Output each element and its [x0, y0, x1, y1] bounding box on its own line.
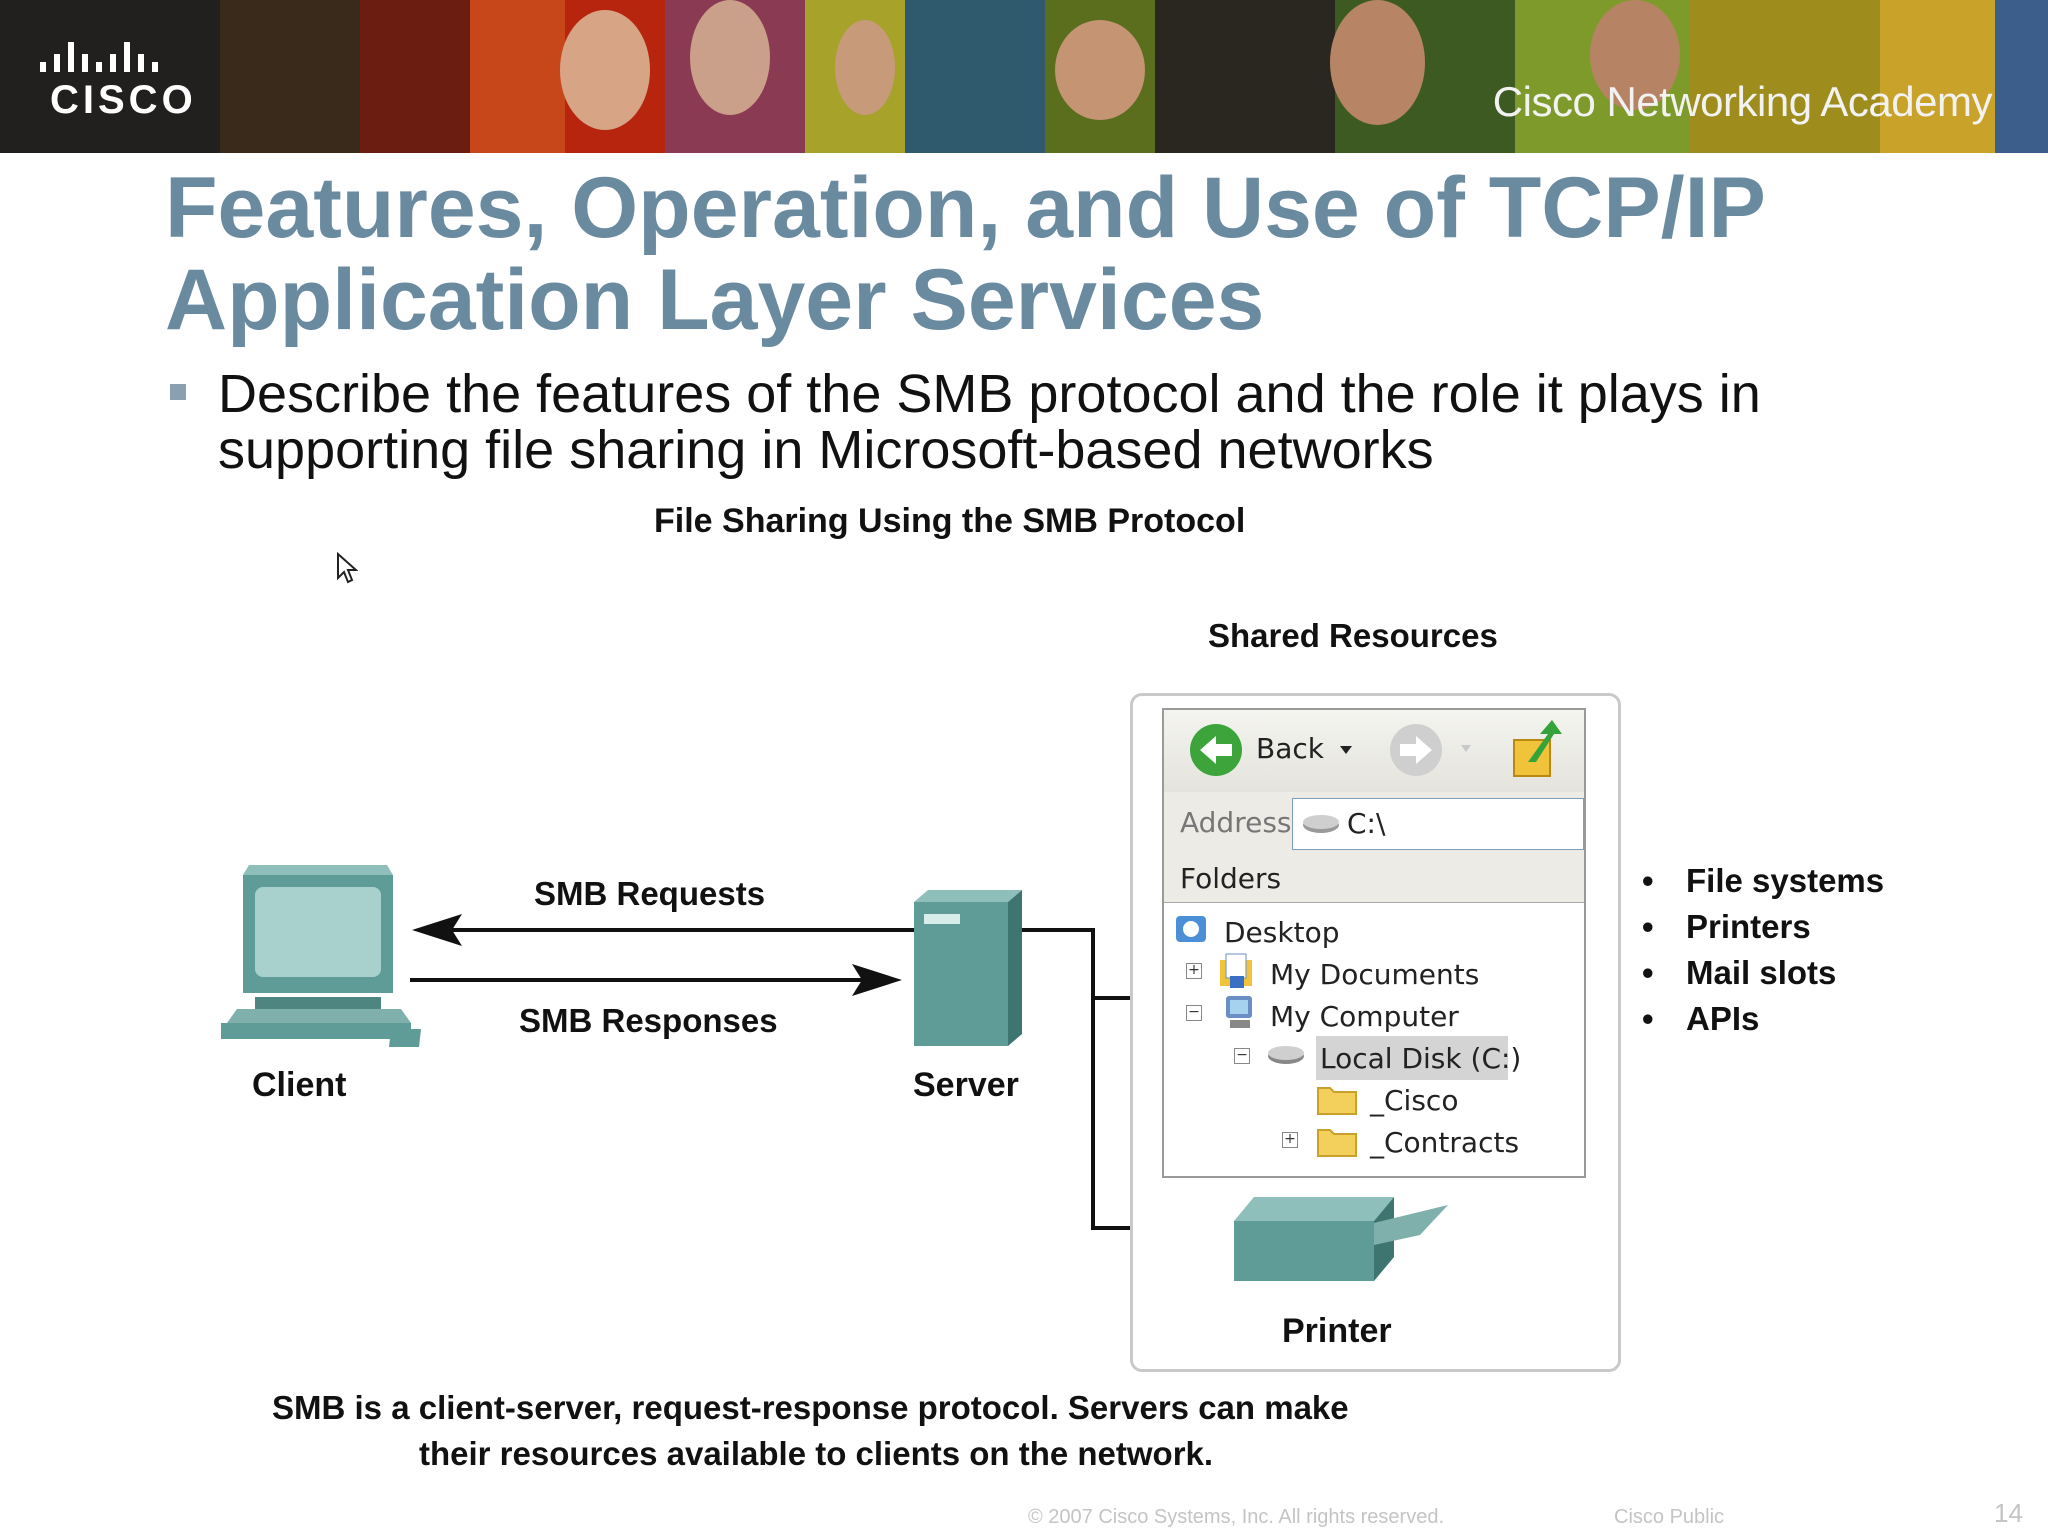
classification-text: Cisco Public — [1614, 1506, 1725, 1528]
resources-list-item: • APIs — [1634, 1000, 1884, 1046]
banner-face — [690, 0, 770, 115]
banner-photo-strip — [1155, 0, 1335, 153]
tree-item-contracts[interactable]: _Contracts — [1370, 1126, 1520, 1159]
folders-label: Folders — [1180, 862, 1282, 895]
resources-list-item: • Printers — [1634, 908, 1884, 954]
tree-item-my-computer[interactable]: My Computer — [1270, 1000, 1459, 1033]
drive-icon — [1268, 1046, 1304, 1064]
banner-face — [1330, 0, 1425, 125]
forward-arrow-icon[interactable] — [1388, 722, 1444, 778]
drive-icon — [1303, 815, 1339, 833]
banner-face — [1590, 0, 1680, 110]
bullet-marker — [170, 384, 186, 400]
folder-icon — [1317, 1087, 1357, 1115]
resource-printers: Printers — [1686, 908, 1811, 945]
tree-item-local-disk[interactable]: Local Disk (C:) — [1320, 1042, 1522, 1075]
chevron-down-icon[interactable] — [1338, 744, 1354, 756]
diagram-caption-line: their resources available to clients on … — [419, 1435, 1214, 1472]
list-bullet: • — [1642, 1000, 1654, 1037]
request-arrowhead — [412, 914, 462, 946]
my-documents-icon — [1220, 953, 1252, 988]
resource-apis: APIs — [1686, 1000, 1760, 1037]
slide-title: Features, Operation, and Use of TCP/IP A… — [165, 162, 2025, 346]
shared-resources-label: Shared Resources — [1208, 617, 1498, 654]
back-button[interactable]: Back — [1256, 732, 1324, 765]
collapse-icon[interactable]: − — [1234, 1048, 1250, 1064]
list-bullet: • — [1642, 908, 1654, 945]
my-computer-icon — [1226, 996, 1252, 1028]
banner-photo-strip — [905, 0, 1045, 153]
resource-file-systems: File systems — [1686, 862, 1884, 899]
folder-up-icon[interactable] — [1508, 718, 1564, 782]
explorer-toolbar: Back — [1164, 710, 1584, 793]
tree-item-desktop[interactable]: Desktop — [1224, 916, 1340, 949]
resources-list: • File systems • Printers • Mail slots •… — [1634, 862, 1884, 1046]
mouse-cursor-icon — [337, 552, 358, 584]
bullet-text: Describe the features of the SMB protoco… — [218, 364, 1761, 480]
server-label: Server — [913, 1066, 1019, 1104]
smb-responses-label: SMB Responses — [519, 1002, 778, 1039]
diagram-heading: File Sharing Using the SMB Protocol — [654, 502, 1246, 540]
slide-title-line: Features, Operation, and Use of TCP/IP — [165, 160, 1766, 256]
back-arrow-icon[interactable] — [1188, 722, 1244, 778]
copyright-text: © 2007 Cisco Systems, Inc. All rights re… — [1028, 1506, 1445, 1528]
banner-photo-strip — [1995, 0, 2048, 153]
response-arrowhead — [852, 964, 902, 996]
list-bullet: • — [1642, 862, 1654, 899]
address-field[interactable]: C:\ — [1292, 798, 1584, 850]
chevron-down-icon[interactable] — [1460, 744, 1472, 754]
banner-face — [835, 20, 895, 115]
expand-icon[interactable]: + — [1282, 1132, 1298, 1148]
header-banner: CISCO Cisco Networking Academy — [0, 0, 2048, 153]
address-label: Address — [1180, 806, 1292, 839]
slide-title-line: Application Layer Services — [165, 252, 1265, 348]
banner-photo-strip — [470, 0, 565, 153]
resources-list-item: • Mail slots — [1634, 954, 1884, 1000]
printer-icon — [1234, 1197, 1448, 1281]
expand-icon[interactable]: + — [1186, 963, 1202, 979]
client-computer-icon — [221, 865, 421, 1047]
banner-face — [560, 10, 650, 130]
tree-item-cisco[interactable]: _Cisco — [1370, 1084, 1459, 1117]
banner-face — [1055, 20, 1145, 120]
banner-photo-strip — [1690, 0, 1880, 153]
banner-photo-strip — [220, 0, 360, 153]
client-label: Client — [252, 1066, 347, 1104]
diagram-caption-line: SMB is a client-server, request-response… — [272, 1389, 1349, 1426]
folder-icon — [1317, 1129, 1357, 1157]
explorer-window: Back Address C:\ Folders — [1162, 708, 1586, 1178]
printer-label: Printer — [1282, 1312, 1392, 1350]
academy-title: Cisco Networking Academy — [1492, 78, 1993, 125]
cisco-logo: CISCO — [0, 0, 220, 153]
resource-mail-slots: Mail slots — [1686, 954, 1837, 991]
server-icon — [914, 890, 1022, 1046]
banner-photo-strip — [360, 0, 470, 153]
page-number: 14 — [1994, 1498, 2023, 1528]
cisco-logo-text: CISCO — [50, 78, 197, 122]
list-bullet: • — [1642, 954, 1654, 991]
address-value: C:\ — [1347, 807, 1386, 840]
cisco-logo-icon — [40, 42, 158, 72]
folders-header: Folders — [1164, 854, 1584, 903]
resources-list-item: • File systems — [1634, 862, 1884, 908]
desktop-icon — [1176, 916, 1206, 942]
collapse-icon[interactable]: − — [1186, 1005, 1202, 1021]
address-bar: Address C:\ — [1164, 792, 1584, 855]
smb-requests-label: SMB Requests — [534, 875, 766, 912]
tree-item-selected-bg — [1316, 1036, 1508, 1080]
tree-item-my-documents[interactable]: My Documents — [1270, 958, 1480, 991]
